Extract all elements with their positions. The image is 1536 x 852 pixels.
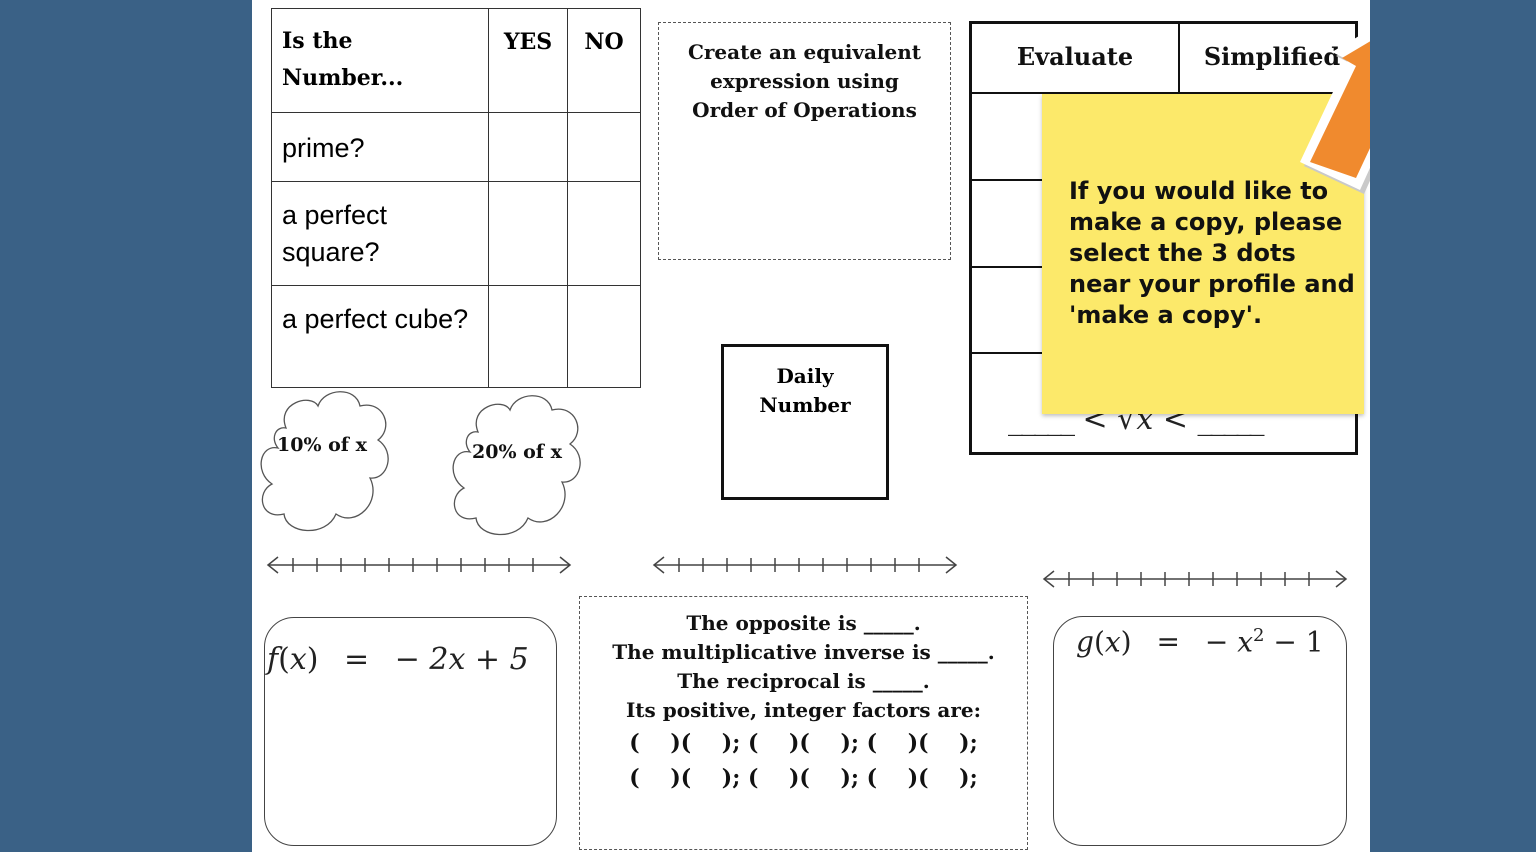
daily-number-label: Daily Number <box>759 364 851 417</box>
table-cell-no[interactable] <box>567 285 641 388</box>
number-line[interactable] <box>1040 566 1352 592</box>
sticky-note-text: If you would like to make a copy, please… <box>1069 177 1355 329</box>
column-divider <box>1178 24 1180 94</box>
g-var: x <box>1104 625 1121 659</box>
row-divider <box>972 92 1355 94</box>
multiplicative-inverse-prompt: The multiplicative inverse is _____. <box>612 640 995 664</box>
g-rhs-base: − x <box>1204 625 1254 659</box>
order-of-operations-prompt: Create an equivalent expression using Or… <box>687 40 922 122</box>
number-line[interactable] <box>264 552 576 578</box>
table-cell-yes[interactable] <box>488 112 568 182</box>
number-line[interactable] <box>650 552 962 578</box>
cloud-label-10-percent: 10% of x <box>277 434 367 456</box>
f-function-box[interactable]: f(x) = − 2x + 5 <box>264 617 557 846</box>
number-facts-box: The opposite is _____. The multiplicativ… <box>579 596 1028 850</box>
evaluate-header: Evaluate <box>1016 42 1134 71</box>
g-name: g <box>1076 625 1094 659</box>
table-header-question: Is the Number... <box>271 8 489 113</box>
table-cell-yes[interactable] <box>488 285 568 388</box>
arrow-up-right-icon <box>1300 29 1370 194</box>
order-of-operations-box[interactable]: Create an equivalent expression using Or… <box>658 22 951 260</box>
opposite-prompt: The opposite is _____. <box>686 611 921 635</box>
number-properties-table: Is the Number... YES NO prime? a perfect… <box>271 8 641 388</box>
g-exponent: 2 <box>1253 625 1265 646</box>
f-var: x <box>289 642 307 677</box>
table-row-label: a perfect square? <box>271 181 489 286</box>
cloud-label-20-percent: 20% of x <box>472 441 562 463</box>
table-header-no: NO <box>567 8 641 113</box>
f-function-expression: f(x) = − 2x + 5 <box>267 642 529 677</box>
table-cell-yes[interactable] <box>488 181 568 286</box>
g-function-box[interactable]: g(x) = − x2 − 1 <box>1053 616 1347 846</box>
cloud-icon <box>260 391 389 532</box>
table-row-label: prime? <box>271 112 489 182</box>
worksheet-page: Is the Number... YES NO prime? a perfect… <box>252 0 1370 852</box>
simplified-header: Simplified <box>1203 42 1341 71</box>
factors-prompt: Its positive, integer factors are: <box>625 698 982 722</box>
table-header-yes: YES <box>488 8 568 113</box>
row-divider <box>972 352 1052 354</box>
f-rhs: − 2x + 5 <box>394 642 529 677</box>
f-name: f <box>267 642 279 677</box>
row-divider <box>972 179 1052 181</box>
factor-pairs-row: ( )( ); ( )( ); ( )( ); <box>629 730 978 756</box>
table-cell-no[interactable] <box>567 181 641 286</box>
g-function-expression: g(x) = − x2 − 1 <box>1076 625 1324 659</box>
cloud-icon <box>452 395 581 536</box>
reciprocal-prompt: The reciprocal is _____. <box>677 669 930 693</box>
table-row-label: a perfect cube? <box>271 285 489 388</box>
factor-pairs-row: ( )( ); ( )( ); ( )( ); <box>629 765 978 791</box>
g-rhs-tail: − 1 <box>1273 625 1324 659</box>
row-divider <box>972 266 1052 268</box>
daily-number-box[interactable]: Daily Number <box>721 344 889 500</box>
table-cell-no[interactable] <box>567 112 641 182</box>
